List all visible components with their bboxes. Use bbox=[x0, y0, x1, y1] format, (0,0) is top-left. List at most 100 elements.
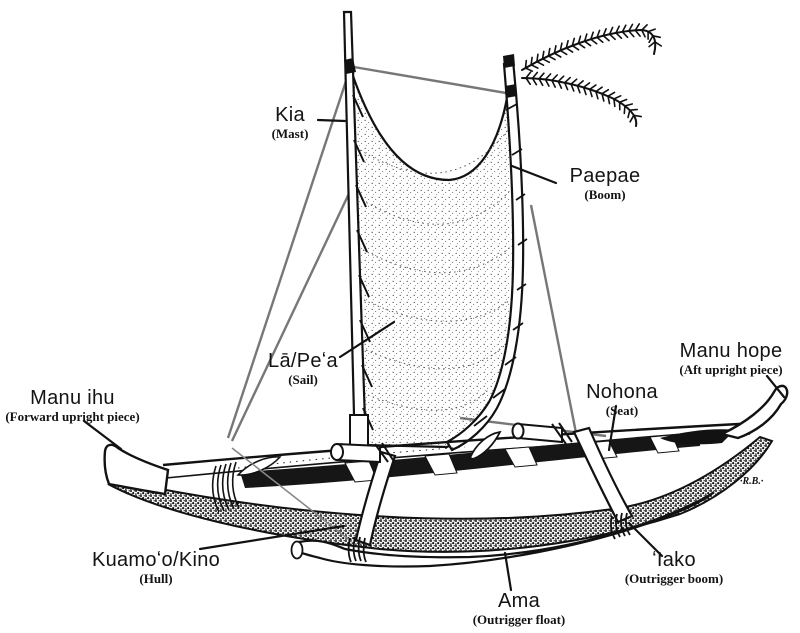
label-kuamoo-kino-english: (Hull) bbox=[139, 571, 173, 586]
fern-leaflet bbox=[541, 50, 545, 60]
fern-leaflet bbox=[595, 90, 599, 100]
leader-manu-ihu bbox=[82, 419, 123, 451]
label-manu-ihu: Manu ihu (Forward upright piece) bbox=[0, 387, 150, 424]
fern-leaflet bbox=[589, 38, 598, 45]
sail bbox=[351, 75, 517, 449]
fern-leaflet bbox=[565, 47, 574, 53]
label-ama-english: (Outrigger float) bbox=[472, 612, 566, 627]
fern-leaflet bbox=[530, 64, 539, 69]
label-manu-hope-english: (Aft upright piece) bbox=[679, 362, 783, 377]
bow-lashing bbox=[211, 461, 240, 513]
label-manu-ihu-term: Manu ihu bbox=[30, 387, 115, 409]
fern-leaflet bbox=[583, 40, 592, 47]
iako-rear-lug bbox=[517, 422, 563, 444]
leader-ama bbox=[503, 551, 513, 592]
iako-rear-top-lashing bbox=[551, 422, 573, 445]
fern-leaflet bbox=[629, 114, 635, 123]
boom bbox=[445, 58, 525, 452]
seat bbox=[504, 446, 538, 468]
fern-leaflet bbox=[596, 36, 604, 44]
cord-bow-to-ama bbox=[231, 447, 353, 543]
fern-leaflet bbox=[634, 23, 641, 32]
fern-leaflet bbox=[608, 33, 616, 41]
leader-lines bbox=[82, 118, 786, 592]
leader-paepae bbox=[510, 164, 558, 185]
label-ama-term: Ama bbox=[497, 590, 541, 612]
fern-leaflet bbox=[551, 74, 559, 82]
fern-leaflet bbox=[602, 27, 607, 37]
fern-leaflet bbox=[538, 72, 545, 80]
leader-nohona bbox=[607, 404, 618, 452]
fern-leaflet bbox=[602, 34, 610, 42]
fern-leaflet bbox=[588, 88, 593, 98]
label-kia-term: Kia bbox=[275, 104, 305, 126]
fern-leaflet bbox=[582, 82, 591, 89]
fern-leaflet bbox=[601, 88, 610, 95]
iako-front-ama-lashing bbox=[347, 536, 367, 563]
leader-iako bbox=[627, 521, 664, 558]
fern-garland bbox=[521, 23, 663, 127]
fern-leaflet bbox=[627, 23, 634, 32]
fern-leaflet bbox=[547, 47, 551, 57]
fern-leaflet bbox=[553, 52, 562, 58]
fern-leaflet bbox=[595, 86, 603, 93]
fern-leaflet bbox=[531, 71, 539, 80]
fern-leaflet bbox=[577, 42, 586, 49]
fern-leaflet bbox=[544, 73, 552, 81]
bow-seam-stitches bbox=[237, 446, 466, 469]
fern-leaflet bbox=[531, 77, 538, 86]
fern-leaflet bbox=[570, 83, 575, 92]
fern-leaflet bbox=[525, 71, 532, 79]
fern-leaflet bbox=[615, 25, 621, 34]
fern-leaflet bbox=[551, 79, 557, 88]
fern-leaflet bbox=[613, 95, 622, 100]
fern-leaflet bbox=[623, 105, 626, 115]
fern-leaflet bbox=[557, 80, 563, 89]
label-iako-term: ʻIako bbox=[652, 549, 696, 571]
fern-leaflet bbox=[524, 67, 534, 72]
fern-leaflet bbox=[615, 32, 623, 40]
label-kia-english: (Mast) bbox=[271, 126, 309, 141]
fern-leaflet bbox=[577, 35, 582, 45]
fern-leaflet bbox=[607, 95, 611, 105]
fern-leaflet bbox=[624, 103, 634, 107]
label-ama: Ama (Outrigger float) bbox=[429, 590, 609, 627]
fern-leaflet bbox=[563, 76, 572, 84]
iako-rear-lug-end bbox=[511, 422, 525, 440]
leader-lapea bbox=[338, 320, 396, 359]
bow-cover bbox=[236, 456, 282, 476]
label-nohona-english: (Seat) bbox=[605, 403, 639, 418]
fern-leaflet bbox=[613, 98, 616, 108]
fern-leaflet bbox=[553, 44, 557, 55]
fern-leaflet bbox=[536, 53, 539, 63]
label-manu-ihu-english: (Forward upright piece) bbox=[5, 409, 140, 424]
fern-leaflet bbox=[536, 60, 545, 66]
iako-rear-ama-lashing bbox=[610, 512, 631, 540]
label-manu-hope: Manu hope (Aft upright piece) bbox=[641, 340, 800, 377]
boom-tip-band bbox=[503, 54, 515, 68]
fern-leaflet bbox=[559, 49, 568, 56]
stay-mast-to-boom bbox=[347, 64, 513, 96]
fern-leaflet bbox=[563, 81, 569, 91]
manu-ihu-piece bbox=[103, 443, 170, 496]
fern-leaflet bbox=[621, 24, 627, 33]
label-manu-hope-term: Manu hope bbox=[679, 340, 783, 362]
label-kuamoo-kino: Kuamoʻo/Kino (Hull) bbox=[66, 549, 246, 586]
fern-leaflet bbox=[557, 75, 565, 83]
label-paepae-term: Paepae bbox=[569, 165, 641, 187]
fern-leaflet bbox=[524, 59, 528, 69]
fern-leaflet bbox=[544, 78, 550, 87]
fern-leaflet bbox=[570, 78, 578, 85]
fern-leaflet bbox=[607, 91, 616, 97]
leader-manu-hope bbox=[765, 374, 786, 399]
fern-leaflet bbox=[571, 37, 576, 47]
fern-leaflet bbox=[627, 109, 631, 119]
fern-leaflet bbox=[601, 92, 605, 102]
iako-rear bbox=[572, 426, 634, 524]
ama bbox=[292, 491, 715, 568]
fern-leaflet bbox=[618, 98, 628, 103]
label-paepae: Paepae (Boom) bbox=[553, 165, 657, 202]
label-nohona-term: Nohona bbox=[586, 381, 658, 403]
fern-leaflet bbox=[648, 34, 654, 44]
fern-leaflet bbox=[647, 28, 656, 33]
